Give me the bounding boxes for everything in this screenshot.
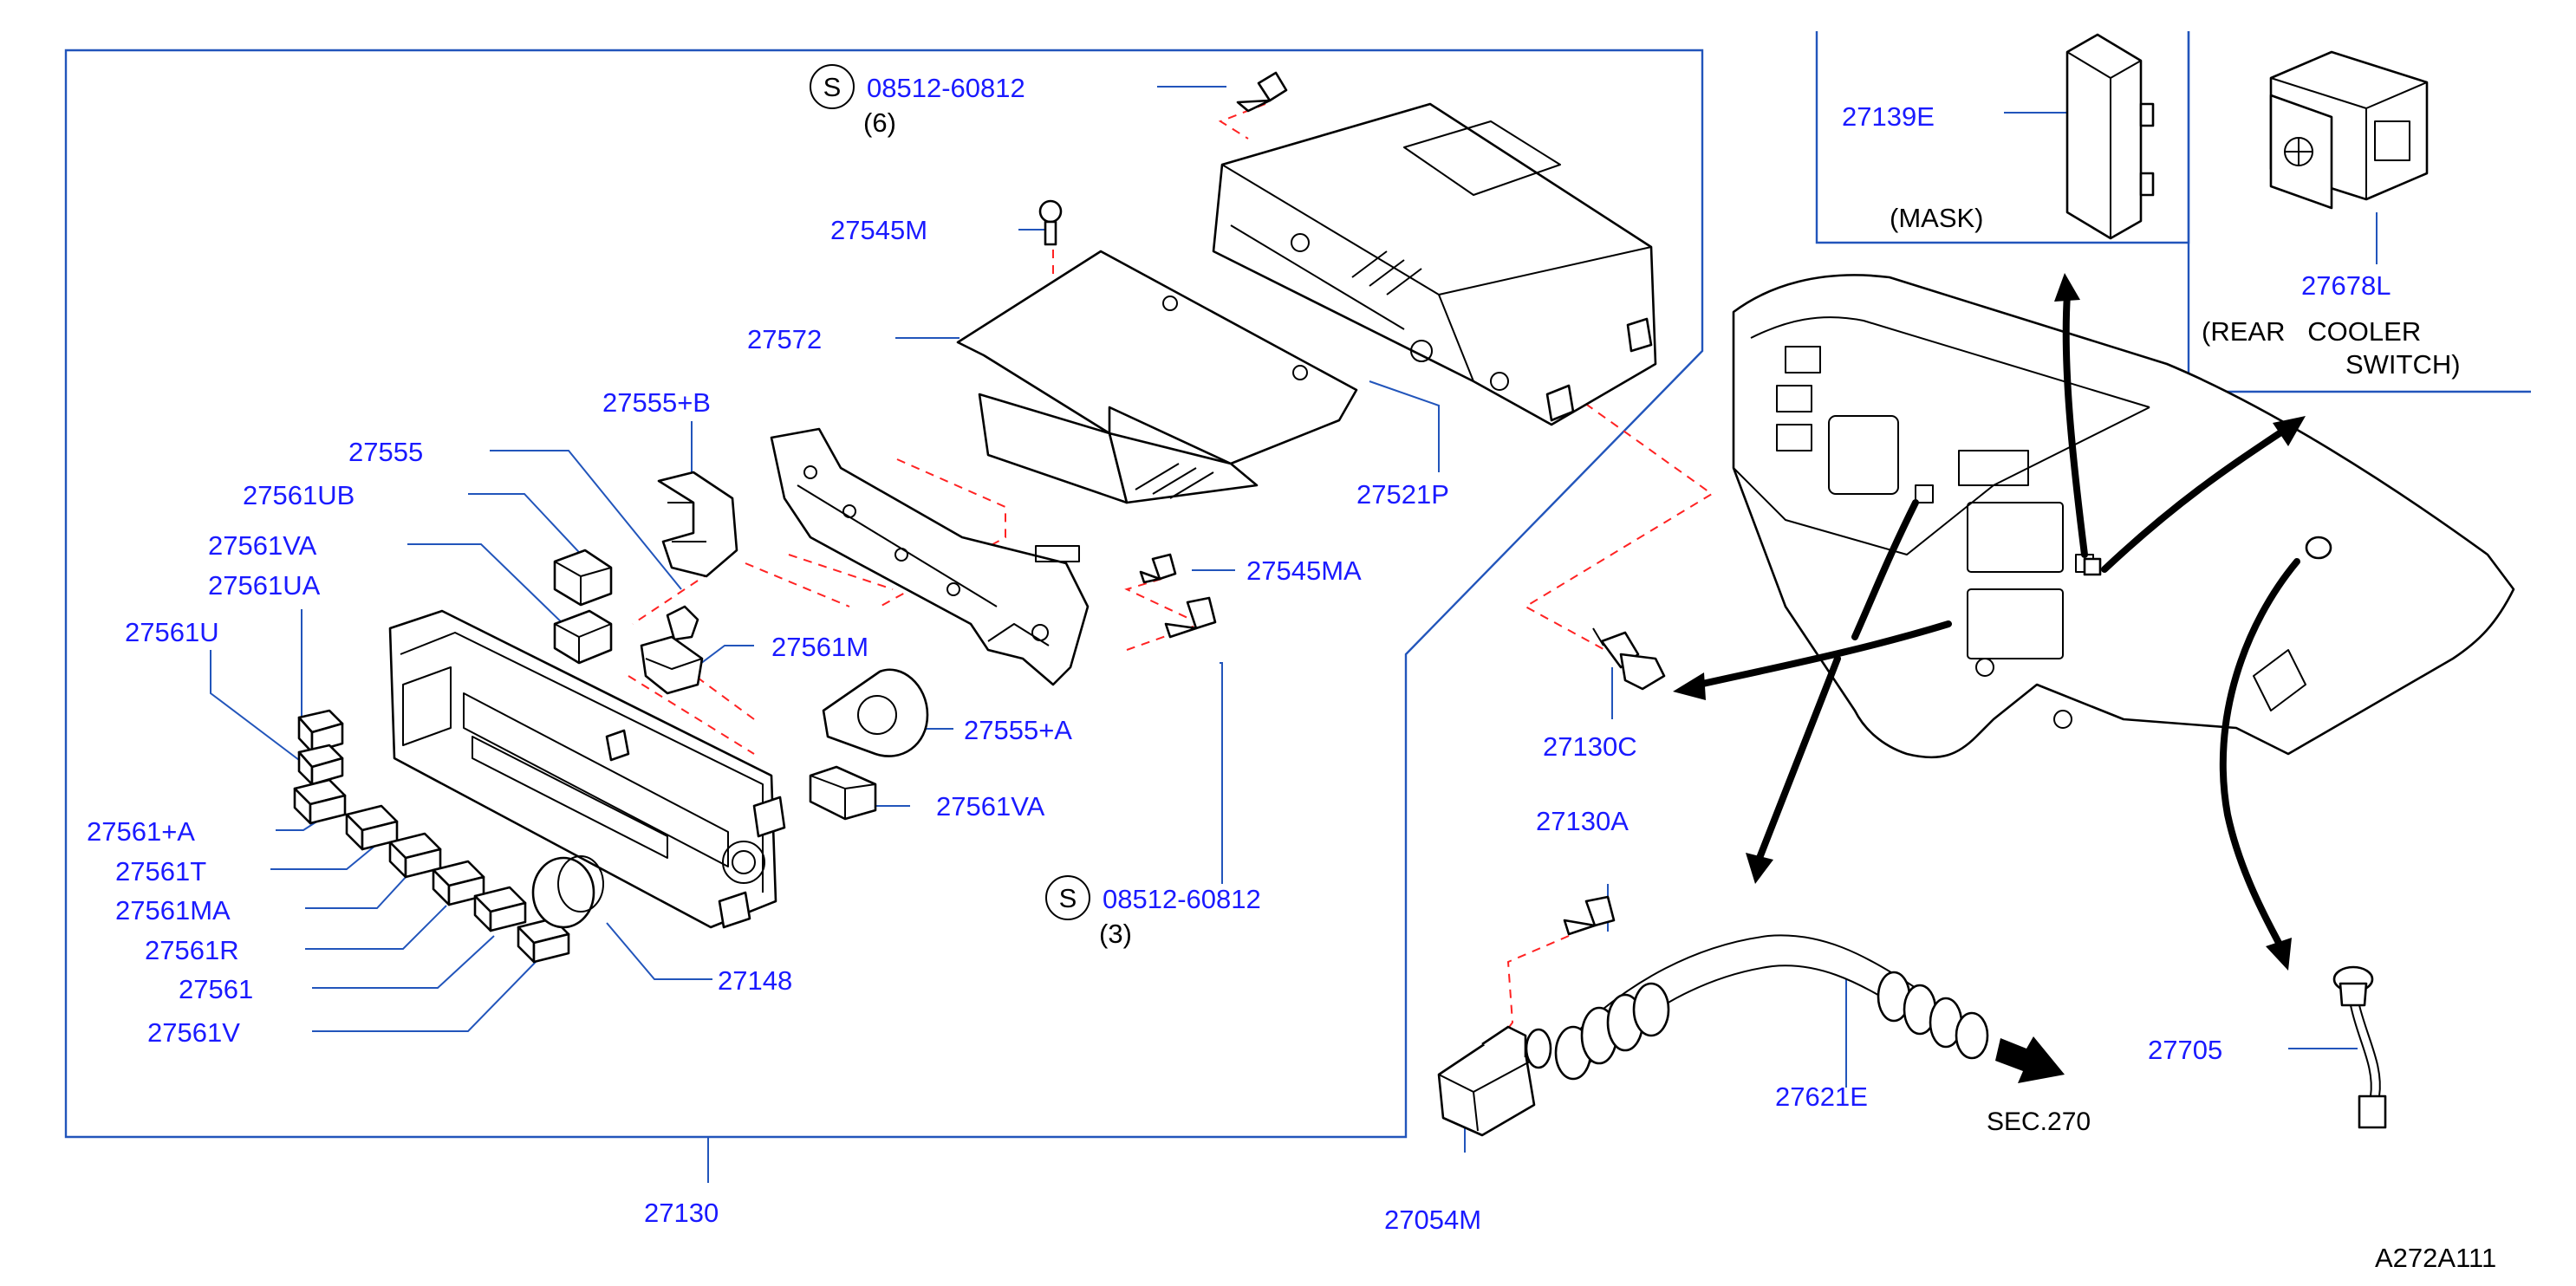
label-27561V: 27561V [147, 1017, 240, 1048]
control-panel-bezel [388, 609, 786, 929]
rear-cooler-switch-27678L [2269, 50, 2429, 210]
hose-27621E [1554, 934, 1989, 1081]
label-27555B: 27555+B [602, 387, 711, 418]
label-08512-60812-top: 08512-60812 [867, 73, 1025, 103]
label-27130A: 27130A [1536, 806, 1629, 836]
label-27561: 27561 [179, 974, 253, 1004]
screw-27545M [1038, 199, 1063, 246]
dashboard-illustration [1732, 274, 2515, 759]
label-27545MA: 27545MA [1246, 555, 1362, 586]
label-27705: 27705 [2148, 1035, 2222, 1065]
label-27561VA-upper: 27561VA [208, 530, 317, 561]
screw-27545MA-upper [1139, 553, 1177, 584]
circuit-board [770, 427, 1090, 686]
label-08512-60812-bottom: 08512-60812 [1103, 884, 1261, 914]
label-27148: 27148 [718, 965, 792, 996]
connector-27561UB [553, 549, 613, 607]
control-unit-27521P [1212, 102, 1657, 426]
label-27621E: 27621E [1775, 1081, 1868, 1112]
label-27139E: 27139E [1842, 101, 1935, 132]
label-27561M: 27561M [771, 632, 868, 662]
label-sec-270: SEC.270 [1987, 1107, 2091, 1136]
label-27130C: 27130C [1543, 731, 1637, 762]
knob-27148 [531, 855, 604, 929]
mask-27139E [2065, 33, 2155, 240]
screw-08512-lower [1164, 596, 1217, 639]
label-27555A: 27555+A [964, 715, 1072, 745]
bracket-plate-27572 [956, 250, 1358, 504]
pointer-arrows [1673, 273, 2306, 971]
clip-27555 [666, 605, 699, 641]
s-mark-bottom [1045, 875, 1090, 920]
s-mark-bottom-letter: S [1059, 883, 1077, 913]
sensor-27705 [2332, 965, 2387, 1129]
button-row [293, 778, 570, 964]
label-rear-cooler-line2: SWITCH) [2345, 349, 2461, 380]
screw-27130A [1563, 895, 1616, 936]
label-27561UA: 27561UA [208, 570, 321, 601]
clip-27130C [1592, 627, 1666, 691]
label-27572: 27572 [747, 324, 822, 354]
knob-disc-27555A [822, 668, 929, 757]
screw-top-08512 [1236, 71, 1288, 113]
label-27561U: 27561U [125, 617, 219, 647]
connector-27561VA-lower [809, 765, 877, 821]
sec-270-arrow [1995, 1036, 2065, 1083]
label-rear-cooler-line1: (REAR COOLER [2202, 316, 2421, 347]
label-27561R: 27561R [145, 935, 239, 965]
label-27545M: 27545M [830, 215, 927, 245]
connector-27561VA-upper [553, 609, 613, 665]
label-qty-6: (6) [863, 107, 896, 138]
s-mark-top [810, 64, 855, 109]
label-27561UB: 27561UB [243, 480, 355, 510]
label-27561A: 27561+A [87, 816, 195, 847]
label-27561MA: 27561MA [115, 895, 231, 926]
label-27054M: 27054M [1384, 1205, 1481, 1235]
label-27130: 27130 [644, 1198, 719, 1228]
label-27561VA-lower: 27561VA [936, 791, 1045, 822]
button-27561UA [297, 744, 344, 786]
label-27555: 27555 [348, 437, 423, 467]
figure-code: A272A111 [2375, 1243, 2496, 1273]
connector-27561M [640, 635, 704, 695]
label-mask: (MASK) [1890, 203, 1984, 233]
actuator-bracket-27555B [657, 471, 738, 578]
label-27521P: 27521P [1356, 479, 1449, 510]
button-27561U [297, 709, 344, 754]
label-qty-3: (3) [1099, 919, 1132, 949]
s-mark-top-letter: S [823, 72, 842, 102]
label-27561T: 27561T [115, 856, 206, 887]
assembly-frame-27130 [64, 49, 1704, 1139]
aspirator-27054M [1437, 1025, 1552, 1137]
label-27678L: 27678L [2301, 270, 2391, 301]
